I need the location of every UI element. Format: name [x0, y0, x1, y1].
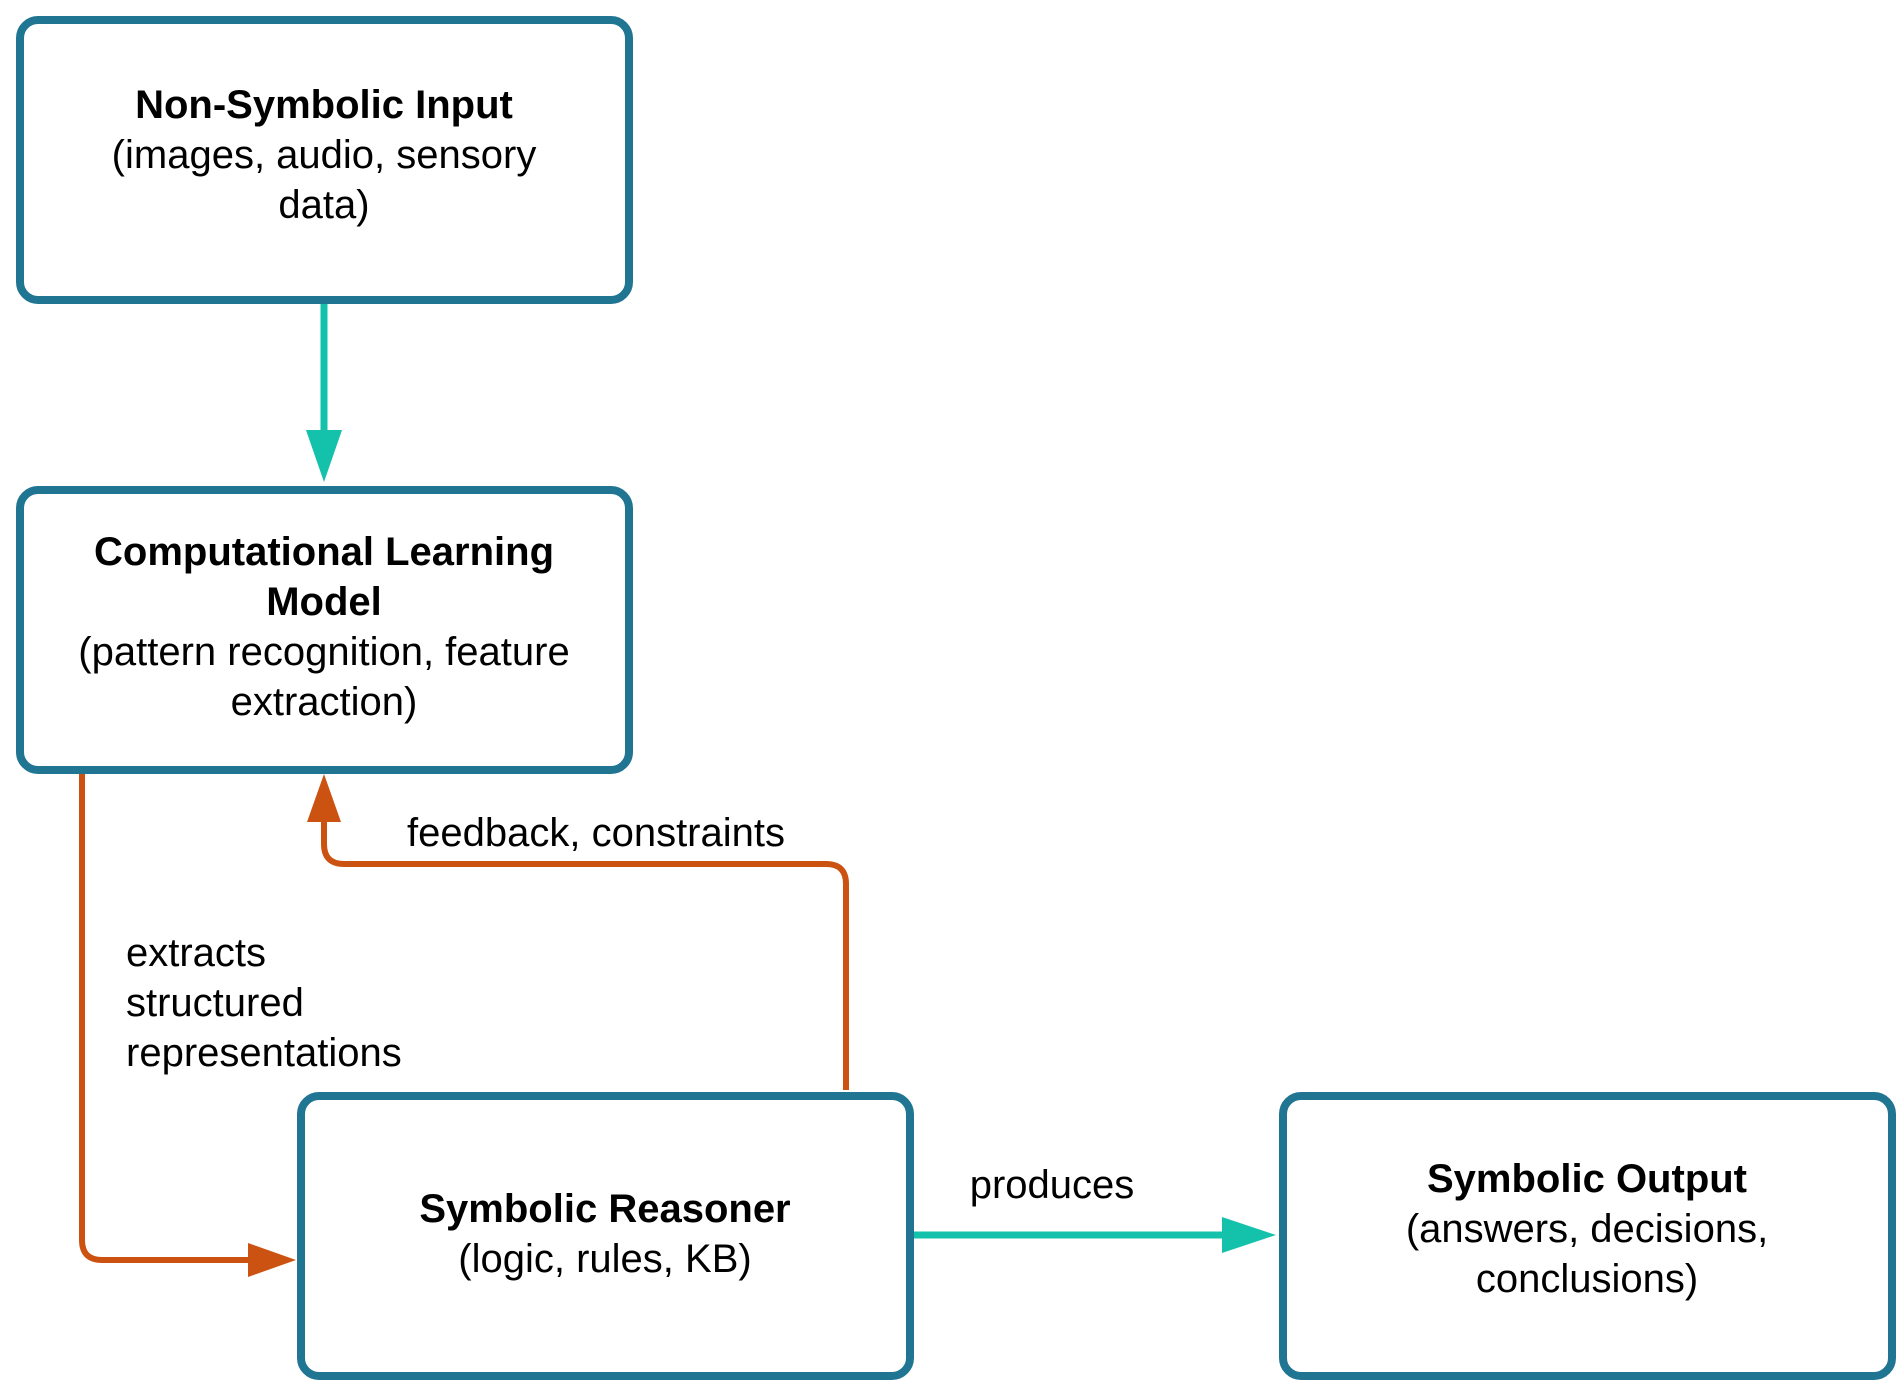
node-subtitle-line1: (answers, decisions, [1406, 1207, 1768, 1251]
arrowhead-down [306, 430, 342, 482]
edge-label-extracts-line3: representations [126, 1031, 402, 1075]
edge-label-feedback: feedback, constraints [407, 811, 785, 855]
node-title-line2: Model [266, 580, 382, 624]
node-subtitle-line2: data) [278, 183, 369, 227]
node-box [297, 1092, 914, 1380]
node-computational-learning-model: Computational Learning Model (pattern re… [16, 486, 633, 774]
node-subtitle-line1: (pattern recognition, feature [78, 630, 569, 674]
node-title: Symbolic Reasoner [419, 1187, 790, 1231]
node-title: Non-Symbolic Input [135, 83, 513, 127]
arrowhead-right [1222, 1217, 1276, 1253]
edge-input-to-learning [306, 302, 342, 482]
node-symbolic-reasoner: Symbolic Reasoner (logic, rules, KB) [297, 1092, 914, 1380]
node-title: Symbolic Output [1427, 1157, 1747, 1201]
edge-label-produces: produces [970, 1163, 1135, 1207]
node-box [16, 16, 633, 304]
node-subtitle-line1: (images, audio, sensory [112, 133, 537, 177]
node-box [1279, 1092, 1896, 1380]
node-title-line1: Computational Learning [94, 530, 554, 574]
node-subtitle-line1: (logic, rules, KB) [458, 1237, 751, 1281]
edge-reasoner-feedback [307, 774, 849, 1090]
arrowhead-up [307, 774, 341, 822]
node-box [16, 486, 633, 774]
node-non-symbolic-input: Non-Symbolic Input (images, audio, senso… [16, 16, 633, 304]
edge-reasoner-to-output [912, 1217, 1276, 1253]
node-subtitle-line2: conclusions) [1476, 1257, 1698, 1301]
node-symbolic-output: Symbolic Output (answers, decisions, con… [1279, 1092, 1896, 1380]
node-subtitle-line2: extraction) [231, 680, 418, 724]
edge-learning-to-reasoner [79, 772, 296, 1277]
edge-label-extracts-line1: extracts [126, 931, 266, 975]
edge-label-extracts-line2: structured [126, 981, 304, 1025]
arrowhead-right [248, 1243, 296, 1277]
